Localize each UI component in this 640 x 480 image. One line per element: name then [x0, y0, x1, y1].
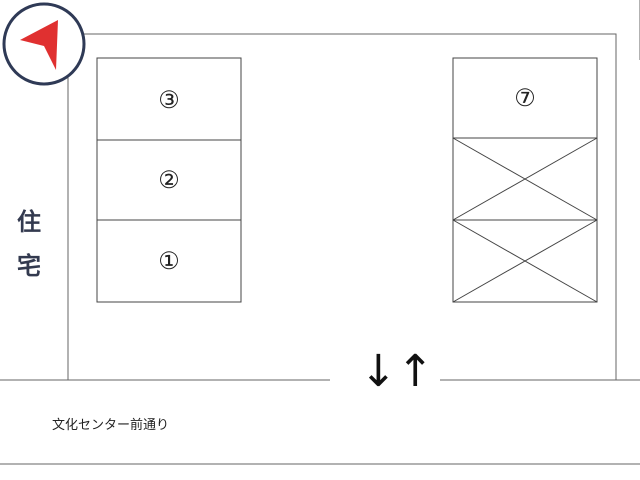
parking-slot-1 [96, 219, 242, 303]
slot-label-1: ① [158, 247, 180, 275]
two-way-traffic-icon: ↓↑ [360, 346, 434, 397]
parking-slot-unavailable-b [452, 219, 598, 303]
lot-boundary [67, 33, 617, 380]
housing-label-char-1: 住 [17, 208, 41, 236]
housing-label: 住 宅 [14, 200, 44, 288]
slot-label-3: ③ [158, 86, 180, 114]
road-name: 文化センター前通り [52, 418, 170, 433]
north-arrow-icon [2, 2, 86, 86]
housing-label-char-2: 宅 [17, 252, 41, 280]
slot-label-7: ⑦ [514, 84, 536, 112]
slot-label-2: ② [158, 166, 180, 194]
unavailable-cross-a2 [452, 137, 598, 221]
unavailable-cross-b2 [452, 219, 598, 303]
